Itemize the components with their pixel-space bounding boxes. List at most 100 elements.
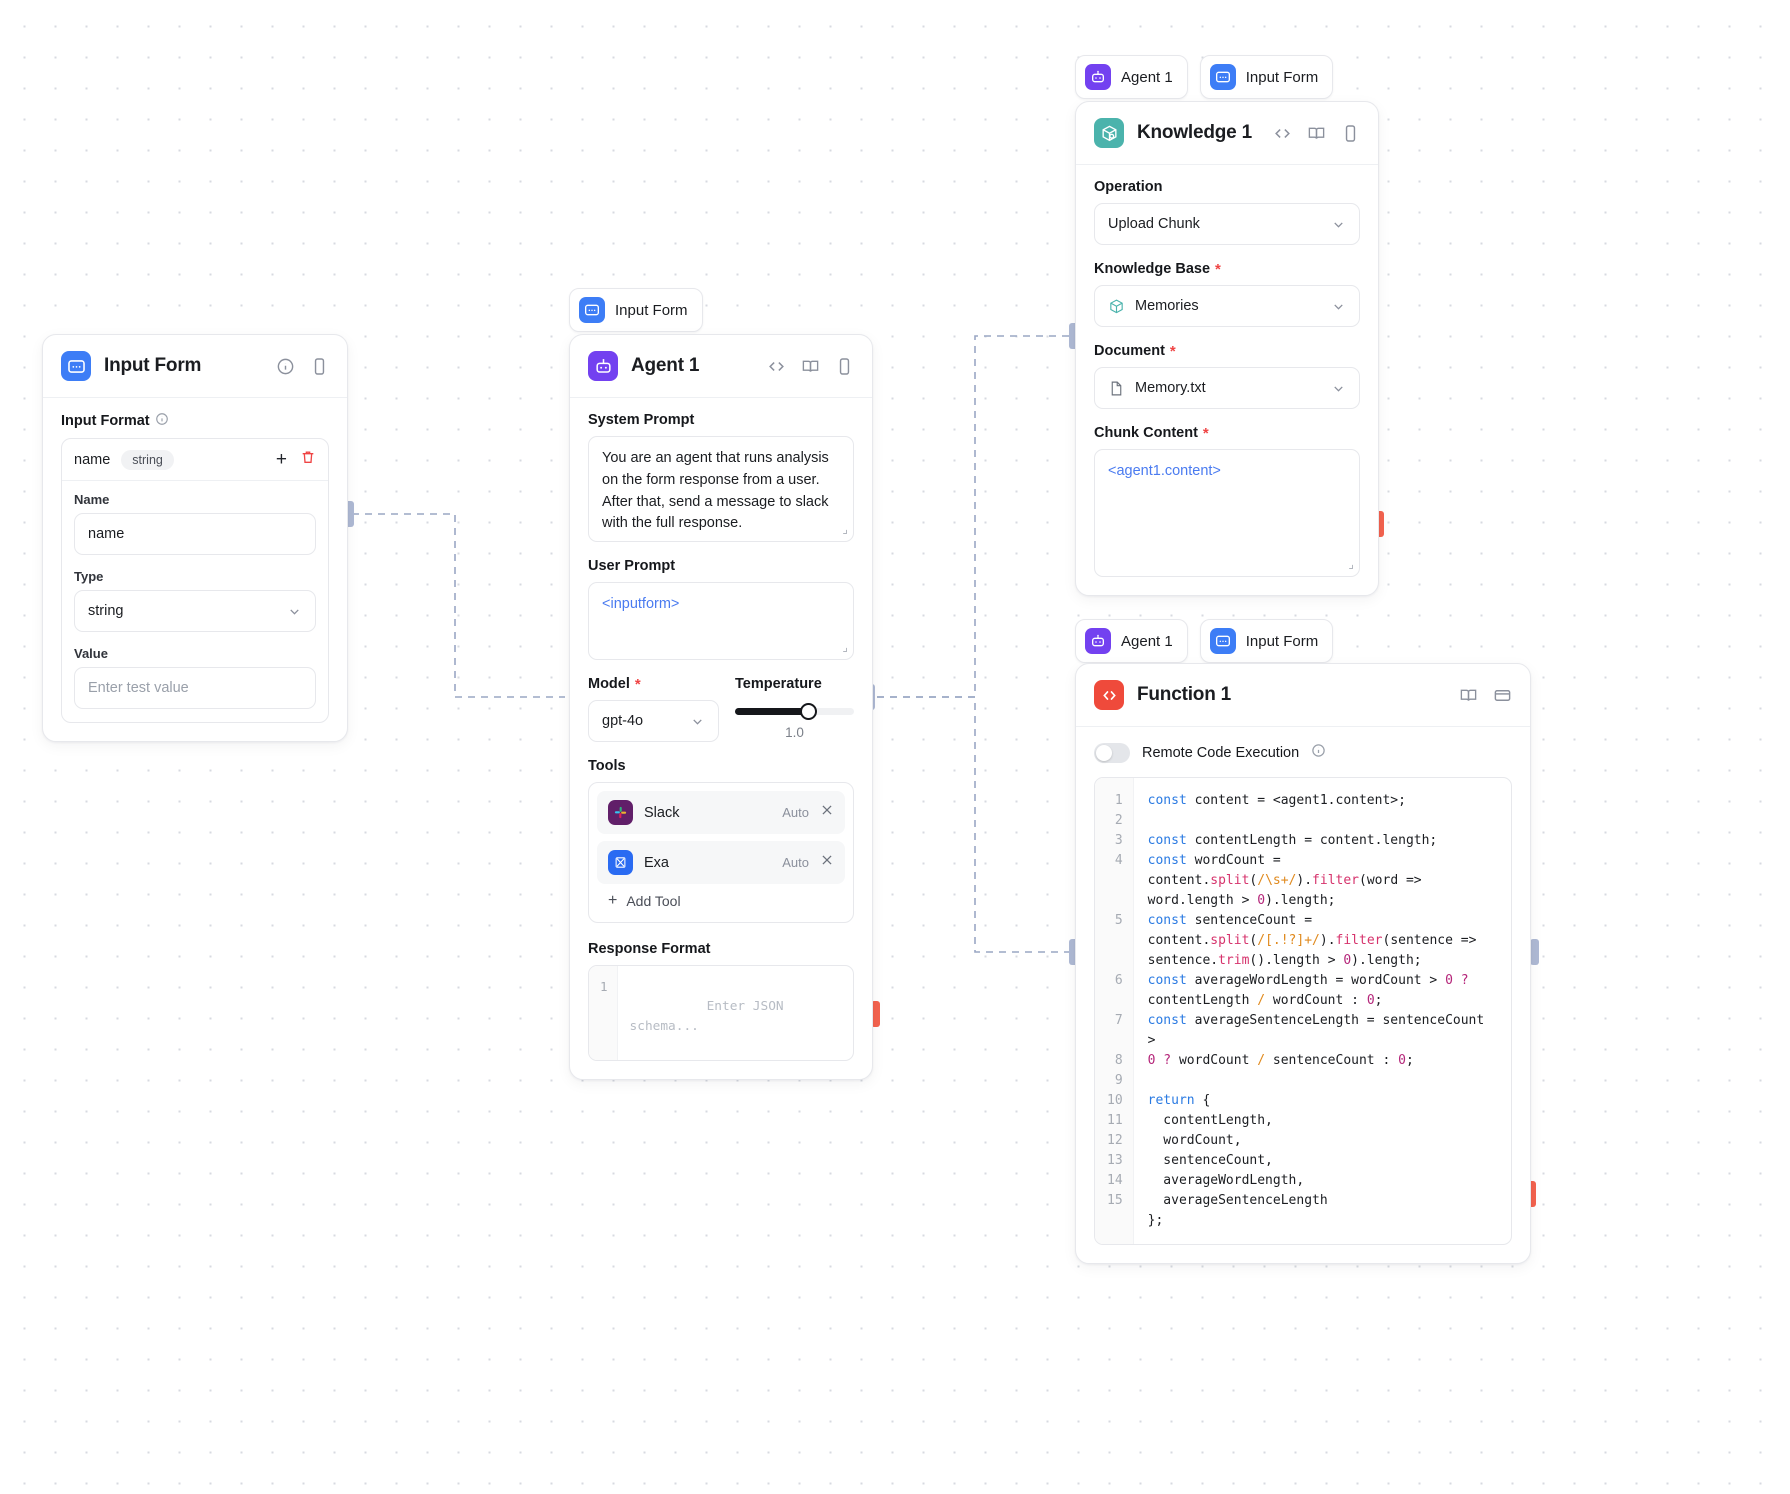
operation-select[interactable]: Upload Chunk	[1094, 203, 1360, 245]
book-icon[interactable]	[1307, 124, 1326, 143]
expand-icon[interactable]	[1493, 686, 1512, 705]
port-canvas-right[interactable]	[1530, 939, 1539, 965]
knowledge-icon	[1094, 118, 1124, 148]
name-input[interactable]: name	[74, 513, 316, 555]
document-label: Document	[1094, 343, 1165, 359]
knowledge-base-icon	[1110, 298, 1123, 313]
agent-header[interactable]: Agent 1	[570, 335, 872, 398]
node-agent[interactable]: Agent 1 System Prompt You are a	[569, 334, 873, 1080]
resize-handle-icon[interactable]: ⌟	[1348, 557, 1354, 571]
wire-inputform-agent	[352, 513, 565, 698]
delete-field-icon[interactable]	[300, 449, 316, 470]
chunk-content-token: <agent1.content>	[1108, 463, 1221, 479]
node-input-form[interactable]: Input Form Input Format	[42, 334, 348, 742]
code-line: contentLength / wordCount : 0;	[1147, 993, 1383, 1008]
temperature-slider[interactable]	[735, 703, 854, 720]
book-icon[interactable]	[1459, 686, 1478, 705]
field-name-chip: name	[74, 451, 111, 468]
chevron-down-icon	[1334, 221, 1343, 228]
system-prompt-text: You are an agent that runs analysis on t…	[602, 450, 829, 532]
chunk-content-textarea[interactable]: <agent1.content> ⌟	[1094, 449, 1360, 577]
code-line	[1148, 1071, 1497, 1091]
code-icon[interactable]	[1273, 124, 1292, 143]
system-prompt-textarea[interactable]: You are an agent that runs analysis on t…	[588, 436, 854, 542]
remote-code-execution-row[interactable]: Remote Code Execution	[1094, 741, 1512, 777]
input-format-field-header[interactable]: name string +	[62, 439, 328, 481]
knowledge-base-label: Knowledge Base	[1094, 261, 1211, 277]
port-function-in[interactable]	[1069, 939, 1078, 965]
info-icon[interactable]	[276, 357, 295, 376]
input-format-field-box: name string + Name name Type	[61, 438, 329, 723]
phone-icon[interactable]	[310, 357, 329, 376]
slider-knob[interactable]	[800, 703, 818, 720]
port-function-out[interactable]	[1527, 1181, 1536, 1207]
port-agent-out-bottom[interactable]	[871, 1001, 880, 1027]
type-label: Type	[74, 569, 104, 584]
user-prompt-textarea[interactable]: <inputform> ⌟	[588, 582, 854, 660]
remote-code-execution-label: Remote Code Execution	[1142, 745, 1300, 761]
input-form-body: Input Format name string +	[43, 398, 347, 741]
resize-handle-icon[interactable]: ⌟	[842, 640, 848, 654]
agent-icon	[1085, 628, 1111, 654]
port-knowledge-in[interactable]	[1069, 323, 1078, 349]
input-form-title: Input Form	[104, 355, 202, 376]
badge-input-form[interactable]: Input Form	[1199, 619, 1334, 663]
system-prompt-label: System Prompt	[588, 412, 695, 428]
code-line: const content = <agent1.content>;	[1147, 793, 1406, 808]
badge-label: Input Form	[1245, 632, 1319, 650]
code-icon[interactable]	[767, 357, 786, 376]
phone-icon[interactable]	[1341, 124, 1360, 143]
add-field-button[interactable]: +	[275, 449, 287, 470]
field-type-chip: string	[121, 449, 174, 470]
remove-tool-icon[interactable]	[820, 803, 834, 822]
agent-icon	[588, 351, 618, 381]
remove-tool-icon[interactable]	[820, 853, 834, 872]
remote-code-execution-toggle[interactable]	[1094, 743, 1130, 763]
model-select[interactable]: gpt-4o	[588, 700, 719, 742]
code-line: const averageWordLength = wordCount > 0 …	[1147, 973, 1469, 988]
document-select[interactable]: Memory.txt	[1094, 367, 1360, 409]
knowledge-header[interactable]: Knowledge 1	[1076, 102, 1378, 165]
agent-icon	[1085, 64, 1111, 90]
exa-icon	[608, 850, 633, 875]
slack-icon	[608, 800, 633, 825]
value-input[interactable]: Enter test value	[74, 667, 316, 709]
resize-handle-icon[interactable]: ⌟	[842, 522, 848, 536]
response-format-editor[interactable]: 1 Enter JSON schema...	[588, 965, 854, 1061]
value-label: Value	[74, 646, 108, 661]
document-label-row: Document *	[1094, 343, 1360, 359]
book-icon[interactable]	[801, 357, 820, 376]
badge-agent-1[interactable]: Agent 1	[1075, 619, 1188, 663]
knowledge-base-label-row: Knowledge Base *	[1094, 261, 1360, 277]
code-line: content.split(/\s+/).filter(word =>	[1147, 873, 1422, 888]
tool-item-slack[interactable]: Slack Auto	[597, 791, 845, 834]
code-line: sentence.trim().length > 0).length;	[1147, 953, 1422, 968]
phone-icon[interactable]	[835, 357, 854, 376]
tool-mode[interactable]: Auto	[782, 805, 809, 820]
badge-input-form[interactable]: Input Form	[569, 288, 703, 332]
type-select[interactable]: string	[74, 590, 316, 632]
tool-mode[interactable]: Auto	[782, 855, 809, 870]
chevron-down-icon	[1334, 303, 1343, 310]
function-icon	[1094, 680, 1124, 710]
function-header[interactable]: Function 1	[1076, 664, 1530, 727]
function-code-lines[interactable]: const content = <agent1.content>; const …	[1134, 778, 1511, 1244]
badge-input-form[interactable]: Input Form	[1199, 55, 1334, 99]
code-line: word.length > 0).length;	[1147, 893, 1336, 908]
badge-agent-1[interactable]: Agent 1	[1075, 55, 1188, 99]
add-tool-button[interactable]: + Add Tool	[597, 884, 845, 914]
user-prompt-label: User Prompt	[588, 558, 676, 574]
knowledge-base-value: Memories	[1135, 298, 1199, 314]
port-knowledge-out[interactable]	[1375, 511, 1384, 537]
node-function[interactable]: Function 1 Remote Code Execution	[1075, 663, 1531, 1264]
badge-label: Input Form	[1245, 68, 1319, 86]
input-format-info-icon[interactable]	[155, 412, 169, 430]
remote-code-info-icon[interactable]	[1311, 743, 1326, 763]
input-form-header[interactable]: Input Form	[43, 335, 347, 398]
tool-item-exa[interactable]: Exa Auto	[597, 841, 845, 884]
port-inputform-out[interactable]	[345, 501, 354, 527]
node-knowledge[interactable]: Knowledge 1 Operation Upload Ch	[1075, 101, 1379, 596]
knowledge-base-select[interactable]: Memories	[1094, 285, 1360, 327]
